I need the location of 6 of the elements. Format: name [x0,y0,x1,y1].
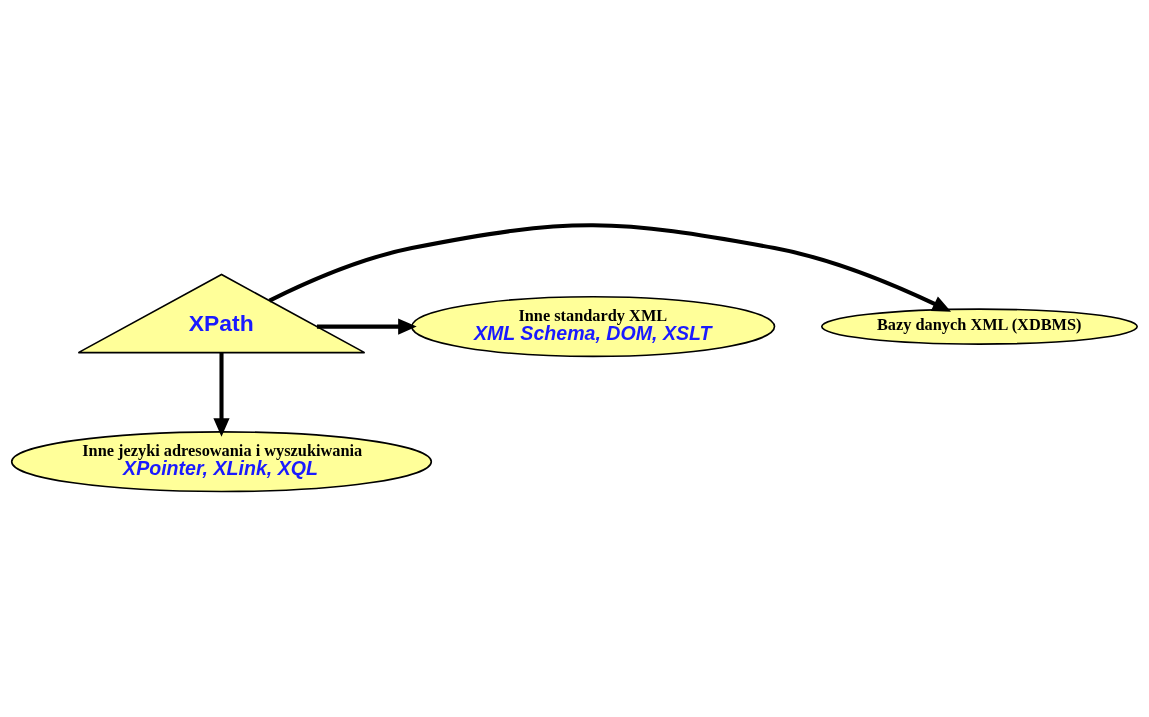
arrow [268,223,952,312]
node-ellipse: Bazy danych XML (XDBMS) [820,308,1138,345]
node-ellipse: Inne jezyki adresowania i wyszukiwania XPointer, XLink, XQL [10,431,433,493]
arrow [213,352,230,437]
node-ellipse: Inne standardy XML XML Schema, DOM, XSLT [410,295,776,358]
arrow [316,318,417,335]
